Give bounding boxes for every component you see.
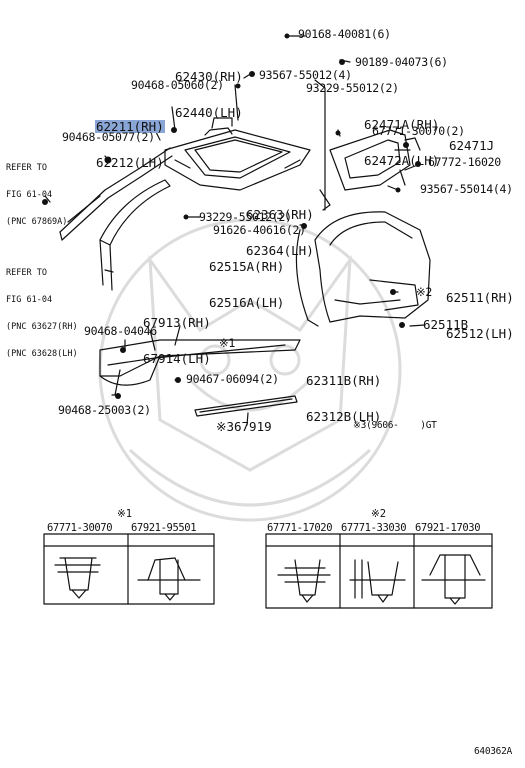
label-62440: 62440(LH)	[175, 105, 243, 120]
label-62363-62364: 62363(RH) 62364(LH)	[246, 185, 314, 269]
label-93229-55012-a: 93229-55012(2)	[306, 81, 399, 95]
label-93567-55014: 93567-55014(4)	[420, 182, 513, 196]
label-67771-30070: 67771-30070(2)	[372, 124, 465, 138]
inset2-header-1: 67771-17020	[267, 522, 333, 534]
label-67919: ※367919	[216, 419, 272, 434]
rear-pillar-garnish	[99, 179, 171, 246]
drawing-lines	[43, 35, 493, 609]
label-62511: 62511(RH)	[446, 290, 514, 305]
refer1-line1: REFER TO	[6, 163, 47, 173]
inset2-header-2: 67771-33030	[341, 522, 407, 534]
label-91626-40616: 91626-40616(2)	[213, 223, 306, 237]
mark-2-side: ※2	[416, 285, 432, 299]
label-62311B-62312B: 62311B(RH) 62312B(LH)	[306, 351, 381, 435]
label-90468-05060: 90468-05060(2)	[131, 78, 224, 92]
label-62472A: 62472A(LH)	[364, 153, 440, 168]
front-pillar-garnish	[59, 147, 171, 233]
label-62363: 62363(RH)	[246, 207, 314, 222]
label-90467-06094: 90467-06094(2)	[186, 372, 279, 386]
label-67772-16020: 67772-16020	[428, 155, 501, 169]
inset2-box	[265, 533, 493, 609]
weatherstrip	[194, 395, 298, 417]
note-gt-range: ※3(9606- )GT	[353, 420, 437, 431]
inset2-header-3: 67921-17030	[415, 522, 481, 534]
refer-note-1: REFER TO FIG 61-04 (PNC 67869A)	[6, 146, 67, 236]
label-62212: 62212(LH)	[96, 155, 164, 170]
clip-67771-30070	[54, 557, 101, 599]
inset1-mark: ※1	[117, 508, 133, 520]
label-62511B: 62511B	[423, 317, 469, 332]
fasteners	[42, 33, 421, 399]
refer-note-2: REFER TO FIG 61-04 (PNC 63627(RH) (PNC 6…	[6, 251, 78, 368]
label-62430: 62430(RH)	[175, 69, 243, 84]
label-62312B: 62312B(LH)	[306, 409, 382, 424]
label-67913-67914: 67913(RH) 67914(LH)	[143, 293, 211, 377]
roof-panel	[164, 129, 311, 191]
inset2-mark: ※2	[371, 508, 387, 520]
label-90468-05077: 90468-05077(2)	[62, 130, 155, 144]
label-62471A-62472A: 62471A(RH) 62472A(LH)	[364, 95, 439, 179]
label-67914: 67914(LH)	[143, 351, 211, 366]
label-62311B: 62311B(RH)	[306, 373, 382, 388]
scuff-plate	[99, 339, 301, 377]
label-67913: 67913(RH)	[143, 315, 211, 330]
side-trim-panel	[314, 211, 431, 323]
label-62211-62212: 62211(RH) 62212(LH)	[95, 96, 165, 181]
inset1-box	[43, 533, 215, 605]
label-93567-55012: 93567-55012(4)	[259, 68, 352, 82]
label-90468-25003: 90468-25003(2)	[58, 403, 151, 417]
clip-67771-33030	[349, 559, 406, 603]
label-62364: 62364(LH)	[246, 243, 314, 258]
label-62471J: 62471J	[449, 138, 495, 153]
refer2-line3: (PNC 63627(RH)	[6, 322, 78, 332]
clip-67921-17030	[421, 554, 486, 605]
clip-67771-17020	[277, 559, 331, 603]
inset1-header-1: 67771-30070	[47, 522, 113, 534]
refer2-line2: FIG 61-04	[6, 295, 53, 305]
mark-1-scuff: ※1	[219, 336, 235, 350]
label-62211: 62211(RH)	[95, 119, 165, 134]
label-90168-40081: 90168-40081(6)	[298, 27, 391, 41]
label-62511-62512: 62511(RH) 62512(LH)	[446, 268, 514, 352]
refer1-line3: (PNC 67869A)	[6, 217, 68, 227]
label-62512: 62512(LH)	[446, 326, 514, 341]
clip-67921-95501	[137, 557, 201, 601]
label-62515A-62516A: 62515A(RH) 62516A(LH)	[209, 237, 284, 321]
watermark-crest	[98, 218, 402, 522]
label-90189-04073: 90189-04073(6)	[355, 55, 448, 69]
label-62516A: 62516A(LH)	[209, 295, 285, 310]
label-90468-04046: 90468-04046	[84, 324, 157, 338]
diagram-code: 640362A	[474, 746, 512, 757]
label-62430-62440: 62430(RH) 62440(LH)	[175, 47, 243, 131]
refer2-line1: REFER TO	[6, 268, 47, 278]
inset1-header-2: 67921-95501	[131, 522, 197, 534]
label-62471A: 62471A(RH)	[364, 117, 440, 132]
label-62515A: 62515A(RH)	[209, 259, 285, 274]
refer2-line4: (PNC 63628(LH)	[6, 349, 78, 359]
quarter-window-trim	[329, 129, 411, 191]
label-93229-55012-b: 93229-55012(2)	[199, 210, 292, 224]
refer1-line2: FIG 61-04	[6, 190, 53, 200]
